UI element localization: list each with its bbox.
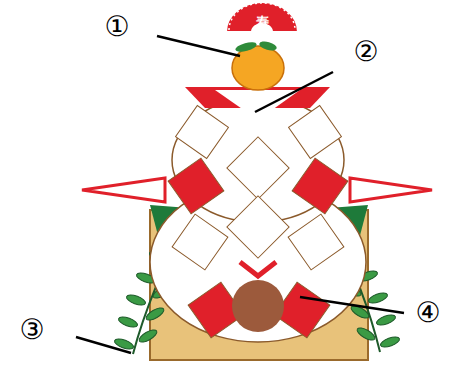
red-chevron [240, 262, 276, 276]
fan-edge [229, 3, 295, 30]
mikan-leaf [234, 40, 257, 53]
zigzag-paper [168, 106, 348, 338]
callout-number: ④ [415, 299, 440, 327]
callout-number: ② [353, 38, 378, 66]
brown-circle [232, 280, 284, 332]
lower-mochi [150, 182, 366, 342]
fan [226, 2, 298, 32]
callout-number: ③ [19, 316, 44, 344]
mikan-leaf [258, 40, 277, 52]
fan-text: 寿 [256, 15, 269, 28]
callout-number: ① [104, 13, 129, 41]
red-paper-right [350, 178, 432, 202]
leader-lines [76, 36, 404, 353]
red-paper-left [82, 178, 165, 202]
mikan [232, 46, 284, 90]
